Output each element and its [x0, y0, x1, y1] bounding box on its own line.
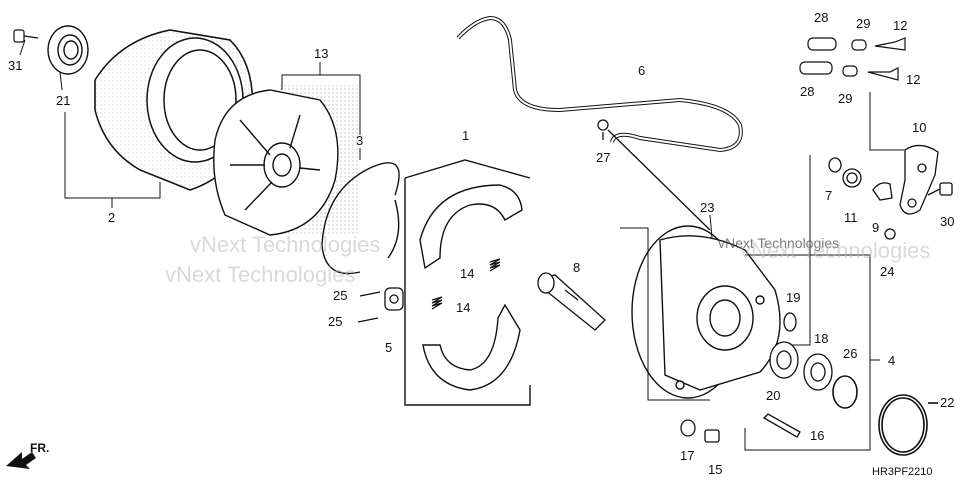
callout-28a: 28	[814, 10, 828, 25]
watermark: vNext Technologies	[740, 238, 930, 263]
circlip-26	[832, 375, 858, 409]
callout-16: 16	[810, 428, 824, 443]
leader-right	[775, 92, 905, 346]
brake-cover-13	[213, 85, 360, 236]
bearing-20	[769, 341, 799, 379]
callout-14b: 14	[456, 300, 470, 315]
stud-16	[762, 413, 801, 438]
callout-24: 24	[880, 264, 894, 279]
callout-23: 23	[700, 200, 714, 215]
callout-25a: 25	[333, 288, 347, 303]
callout-18: 18	[814, 331, 828, 346]
brake-panel-23	[631, 225, 781, 399]
shaft-8	[537, 272, 606, 331]
callout-1: 1	[462, 128, 469, 143]
callout-12a: 12	[893, 18, 907, 33]
callout-26: 26	[843, 346, 857, 361]
bolt-30	[927, 182, 953, 196]
lever-9	[872, 182, 893, 201]
callout-8: 8	[573, 260, 580, 275]
seal-19	[783, 312, 797, 332]
callout-10: 10	[912, 120, 926, 135]
callout-31: 31	[8, 58, 22, 73]
diagram-code: HR3PF2210	[872, 466, 933, 478]
callout-9: 9	[872, 220, 879, 235]
callout-11: 11	[844, 210, 858, 225]
callout-15: 15	[708, 462, 722, 477]
callout-6: 6	[638, 63, 645, 78]
oil-seal-21	[47, 25, 89, 75]
springs-28	[799, 37, 837, 75]
pins-29-12	[842, 37, 906, 81]
watermark: vNext Technologies	[718, 235, 839, 251]
direction-arrow	[6, 452, 36, 469]
callout-19: 19	[786, 290, 800, 305]
nut-24	[884, 228, 896, 240]
direction-label: FR.	[30, 441, 49, 455]
callout-25b: 25	[328, 314, 342, 329]
callout-3: 3	[356, 133, 363, 148]
callout-30: 30	[940, 214, 954, 229]
callout-29a: 29	[856, 16, 870, 31]
spring-14	[431, 258, 501, 310]
washer-17	[680, 419, 696, 437]
callout-5: 5	[385, 340, 392, 355]
o-ring-22	[878, 394, 938, 456]
callout-labels: 1 2 3 4 5 6 7 8 9 10 11 12 12 13 14 14 1…	[8, 10, 954, 477]
callout-13: 13	[314, 46, 328, 61]
watermark: vNext Technologies	[190, 232, 380, 257]
brake-shoes-1	[404, 159, 531, 406]
leader-lines	[19, 39, 361, 208]
callout-21: 21	[56, 93, 70, 108]
callout-4: 4	[888, 353, 895, 368]
spring-11	[842, 168, 862, 188]
callout-27: 27	[596, 150, 610, 165]
clamp-27	[597, 119, 711, 231]
breather-hose-6	[456, 15, 743, 153]
callout-28b: 28	[800, 84, 814, 99]
washer-7	[828, 157, 842, 173]
callout-29b: 29	[838, 91, 852, 106]
panel-bracket	[620, 214, 880, 451]
callout-17: 17	[680, 448, 694, 463]
bolt-31	[13, 29, 39, 43]
callout-12b: 12	[906, 72, 920, 87]
pins-25	[357, 287, 404, 323]
callout-14a: 14	[460, 266, 474, 281]
callout-7: 7	[825, 188, 832, 203]
bolt-15	[704, 429, 720, 443]
snap-ring-3	[321, 162, 400, 275]
callout-20: 20	[766, 388, 780, 403]
breather-hose-inner	[457, 16, 742, 152]
callout-22: 22	[940, 395, 954, 410]
arm-10	[899, 144, 939, 215]
callout-2: 2	[108, 210, 115, 225]
bearing-18	[803, 353, 833, 391]
watermark: vNext Technologies	[165, 262, 355, 287]
